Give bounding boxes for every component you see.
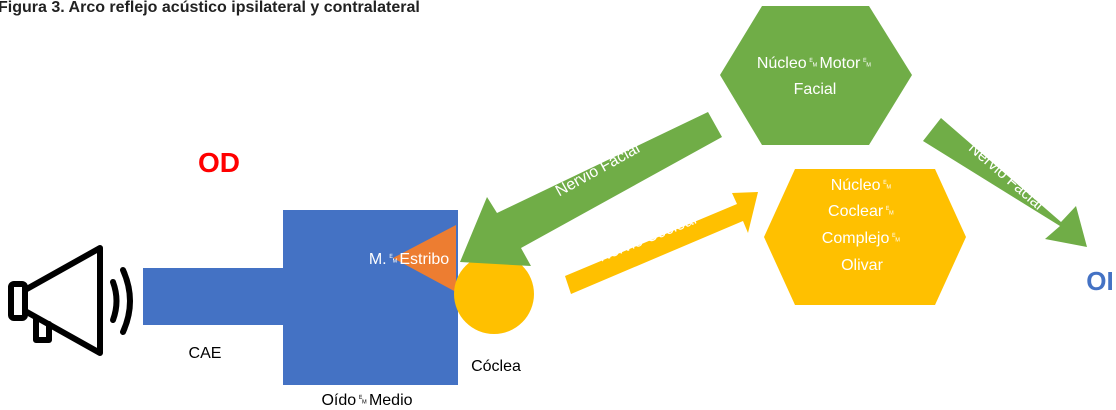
nervio-facial-arrow-right <box>923 118 1087 247</box>
oido-medio-box <box>283 210 458 385</box>
nucleo-coclear-label-2: Coclear␙ <box>828 203 896 220</box>
cae-label: CAE <box>189 345 222 362</box>
figure-caption: Figura 3. Arco reflejo acústico ipsilate… <box>0 0 420 16</box>
oido-medio-label: Oído␙Medio <box>321 392 412 409</box>
cae-canal <box>143 268 283 325</box>
coclea-circle <box>454 254 534 334</box>
nucleo-coclear-hexagon <box>764 169 966 305</box>
nucleo-coclear-label-1: Núcleo␙ <box>831 177 894 194</box>
nervio-coclear-arrow <box>565 192 758 294</box>
estribo-triangle <box>393 225 456 292</box>
nucleo-coclear-label-3: Complejo␙ <box>822 230 902 247</box>
nervio-facial-arrow-left <box>460 112 722 266</box>
nucleo-motor-facial-label-2: Facial <box>794 81 837 98</box>
od-label: OD <box>198 147 240 178</box>
nucleo-motor-facial-hexagon <box>720 6 912 145</box>
coclea-label: Cóclea <box>471 358 521 375</box>
nucleo-coclear-label-4: Olivar <box>841 257 883 274</box>
oi-label: OI <box>1086 266 1113 296</box>
nervio-facial-label-right: Nervio Facial <box>965 140 1047 214</box>
megaphone-icon <box>8 245 133 356</box>
nucleo-motor-facial-label-1: Núcleo␙Motor␙ <box>757 55 873 72</box>
estribo-label: M.␙Estribo <box>369 251 449 268</box>
